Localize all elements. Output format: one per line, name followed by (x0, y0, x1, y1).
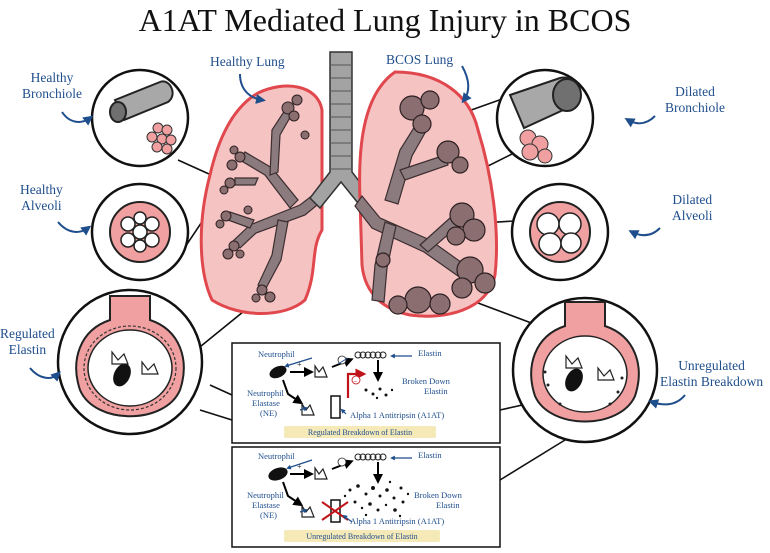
unregulated-elastin-label: Unregulated Elastin Breakdown (660, 358, 764, 389)
p1-broken-line2: Elastin (424, 386, 448, 396)
p1-broken-line1: Broken Down (402, 376, 451, 386)
p1-caption: Regulated Breakdown of Elastin (308, 428, 412, 437)
p2-broken-line1: Broken Down (414, 490, 463, 500)
dilated-bronchiole-label: Dilated Bronchiole (665, 84, 725, 115)
p2-broken-line2: Elastin (436, 500, 460, 510)
healthy-alveoli-circle (90, 182, 190, 282)
healthy-lung (199, 84, 329, 315)
p2-ne-line2: Elastase (252, 500, 280, 510)
p1-plus-sign: + (297, 360, 302, 369)
healthy-lung-label: Healthy Lung (210, 54, 285, 69)
p2-plus-sign: + (297, 462, 302, 471)
dilated-alveoli-circle (510, 182, 610, 282)
regulated-elastin-circle (56, 288, 204, 436)
healthy-alveoli-label: Healthy Alveoli (20, 182, 63, 213)
label-arrows (29, 65, 686, 409)
p2-a1at-text: Alpha 1 Antitripsin (A1AT) (350, 516, 444, 526)
unregulated-elastin-circle (511, 296, 659, 444)
dilated-alveoli-label: Dilated Alveoli (672, 192, 713, 223)
p1-minus-sign: − (353, 377, 358, 386)
p1-ne-line1: Neutrophil (247, 388, 284, 398)
p1-neutrophil-text: Neutrophil (258, 349, 295, 359)
regulated-panel (231, 342, 501, 444)
healthy-bronchiole-circle (90, 68, 190, 168)
p2-elastin-text: Elastin (418, 450, 442, 460)
bcos-lung (354, 70, 498, 318)
p2-caption: Unregulated Breakdown of Elastin (306, 532, 417, 541)
dilated-bronchiole-circle (495, 68, 595, 168)
bcos-lung-label: BCOS Lung (386, 52, 454, 67)
trachea (309, 51, 373, 210)
p2-neutrophil-text: Neutrophil (258, 451, 295, 461)
p1-ne-line3: (NE) (260, 408, 277, 418)
regulated-elastin-label: Regulated Elastin (0, 326, 55, 357)
p2-ne-line3: (NE) (260, 510, 277, 520)
p1-ne-line2: Elastase (252, 398, 280, 408)
unregulated-panel (231, 446, 501, 548)
p2-ne-line1: Neutrophil (247, 490, 284, 500)
p1-a1at-text: Alpha 1 Antitripsin (A1AT) (350, 410, 444, 420)
healthy-bronchiole-label: Healthy Bronchiole (22, 70, 82, 101)
p1-elastin-text: Elastin (418, 348, 442, 358)
figure-title: A1AT Mediated Lung Injury in BCOS (138, 2, 632, 38)
